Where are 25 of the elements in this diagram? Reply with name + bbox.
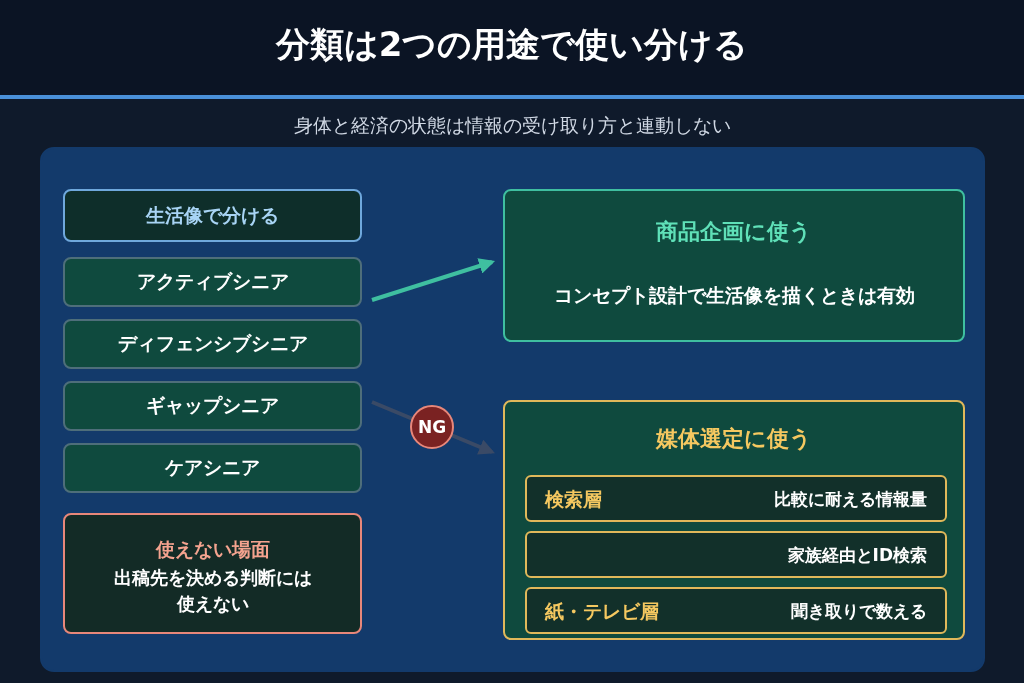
category-box: ケアシニア xyxy=(63,443,362,493)
arrow xyxy=(371,258,496,302)
box-text: コンセプト設計で生活像を描くときは有効 xyxy=(552,283,916,308)
box-heading: 使えない場面 xyxy=(154,537,271,562)
subtitle: 身体と経済の状態は情報の受け取り方と連動しない xyxy=(292,113,732,138)
row-value: 比較に耐える情報量 xyxy=(774,488,927,511)
heading-box: 生活像で分ける xyxy=(63,189,362,242)
category-box: ディフェンシブシニア xyxy=(63,319,362,369)
content-panel xyxy=(40,147,985,672)
list-row xyxy=(525,531,947,578)
box-heading: 媒体選定に使う xyxy=(655,425,813,453)
category-box: ギャップシニア xyxy=(63,381,362,431)
category-box: アクティブシニア xyxy=(63,257,362,307)
row-value: 家族経由とID検索 xyxy=(787,544,927,567)
box-text: 出稿先を決める判断には使えない xyxy=(112,566,313,616)
list-row xyxy=(525,587,947,634)
usage-box xyxy=(503,400,965,640)
row-value: 聞き取りで数える xyxy=(791,600,927,623)
title: 分類は2つの用途で使い分ける xyxy=(274,23,750,66)
box-heading: 商品企画に使う xyxy=(655,218,813,246)
list-row xyxy=(525,475,947,522)
warning-box xyxy=(63,513,362,634)
row-label: 紙・テレビ層 xyxy=(545,599,659,624)
row-label: 検索層 xyxy=(545,487,602,512)
usage-box xyxy=(503,189,965,342)
